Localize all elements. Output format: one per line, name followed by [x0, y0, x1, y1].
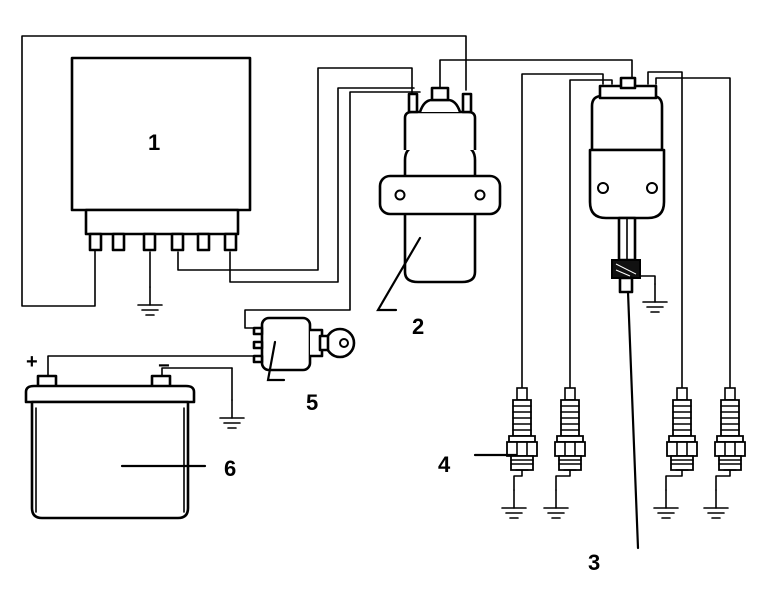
wire-ecu-to-coil-top	[21, 35, 467, 307]
distributor	[588, 76, 666, 294]
wire-ecu-to-coil-right	[229, 87, 415, 283]
ignition-coil	[378, 86, 502, 284]
component-labels: 1 2 3 4 5 6 + −	[26, 130, 600, 575]
leader-line	[376, 236, 422, 312]
battery-positive-symbol: +	[26, 351, 38, 373]
label-battery: 6	[224, 456, 236, 481]
ground-icon	[543, 489, 569, 519]
ground-icon	[653, 489, 679, 519]
label-ignition-coil: 2	[412, 314, 424, 339]
ground-icon	[703, 489, 729, 519]
ground-icon	[219, 399, 245, 429]
wire-coil-to-distributor	[439, 59, 633, 93]
spark-plug	[666, 387, 698, 471]
spark-plugs	[506, 387, 746, 471]
leader-line	[266, 340, 286, 382]
label-ignition-switch: 5	[306, 390, 318, 415]
ground-icon	[642, 283, 668, 313]
spark-plug	[506, 387, 538, 471]
label-spark-plug: 4	[438, 452, 451, 477]
leader-lines	[120, 236, 640, 550]
wire-plug-3	[647, 71, 683, 389]
ground-icon	[501, 489, 527, 519]
wire-plug-2	[569, 79, 613, 389]
wire-plug-4	[655, 77, 731, 389]
wiring	[21, 35, 731, 389]
spark-plug	[714, 387, 746, 471]
ground-icon	[137, 286, 163, 316]
spark-plug	[554, 387, 586, 471]
wire-battery-negative	[161, 367, 233, 379]
battery	[24, 374, 196, 520]
control-unit	[70, 56, 252, 252]
label-distributor: 3	[588, 550, 600, 575]
battery-negative-symbol: −	[158, 355, 170, 377]
wire-ecu-to-coil-left	[177, 67, 413, 271]
wire-battery-positive	[47, 355, 263, 379]
label-control-unit: 1	[148, 130, 160, 155]
ignition-switch	[252, 316, 356, 372]
wire-plug-1	[521, 73, 604, 389]
wire-switch-to-coil	[244, 91, 421, 329]
leader-line	[626, 290, 640, 550]
control-unit-pins	[88, 232, 238, 252]
